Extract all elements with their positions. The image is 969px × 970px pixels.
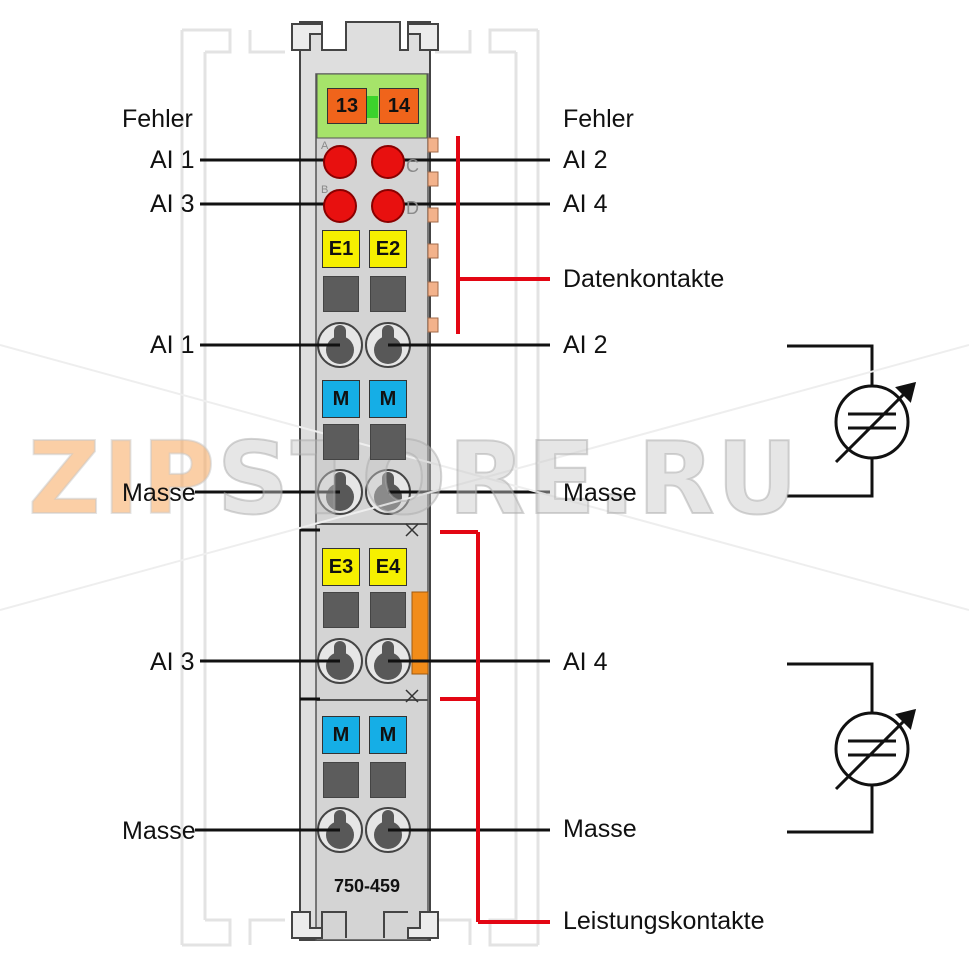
label-datenkontakte: Datenkontakte [563,265,725,293]
release-slot [323,424,359,460]
ground-label-m-2: M [369,380,407,418]
label-ai3-led: AI 3 [150,190,195,218]
label-ai1-led: AI 1 [150,146,195,174]
led-ai2-error [371,145,405,179]
leader-lines [195,158,550,832]
sensor-symbol-upper [787,344,917,498]
header-terminal-14: 14 [379,88,419,124]
header-terminal-13: 13 [327,88,367,124]
label-fehler-left: Fehler [122,105,193,133]
watermark-part2: STORE.RU [216,419,800,538]
label-masse-lower-left: Masse [122,817,196,845]
label-ai2-terminal: AI 2 [563,331,608,359]
signal-label-e3: E3 [322,548,360,586]
led-ai4-error [371,189,405,223]
led-letter-c: C [406,156,419,176]
watermark-rays [0,344,969,611]
label-ai3-terminal: AI 3 [150,648,195,676]
release-slot [370,276,406,312]
label-masse-lower-right: Masse [563,815,637,843]
led-letter-b: B [321,184,329,196]
release-slot [370,762,406,798]
signal-label-e1: E1 [322,230,360,268]
label-masse-upper-left: Masse [122,479,196,507]
part-number: 750-459 [334,876,401,896]
label-fehler-right: Fehler [563,105,634,133]
ground-label-m-3: M [322,716,360,754]
ground-label-m-1: M [322,380,360,418]
release-slot [370,424,406,460]
terminal-clamps [317,322,411,853]
led-letter-d: D [406,198,419,218]
label-leistungskontakte: Leistungskontakte [563,907,765,935]
contact-brackets [440,136,550,924]
sensor-symbol-lower [787,662,917,834]
label-ai2-led: AI 2 [563,146,608,174]
release-slot [323,762,359,798]
release-slot [370,592,406,628]
label-ai4-led: AI 4 [563,190,608,218]
watermark-part1: ZIP [27,419,218,538]
watermark: ZIPSTORE.RU [27,419,800,538]
release-slot [323,592,359,628]
led-letter-a: A [321,140,329,152]
signal-label-e2: E2 [369,230,407,268]
signal-label-e4: E4 [369,548,407,586]
release-slot [323,276,359,312]
label-ai4-terminal: AI 4 [563,648,608,676]
led-ai3-error [323,189,357,223]
ground-label-m-4: M [369,716,407,754]
led-ai1-error [323,145,357,179]
label-masse-upper-right: Masse [563,479,637,507]
label-ai1-terminal: AI 1 [150,331,195,359]
